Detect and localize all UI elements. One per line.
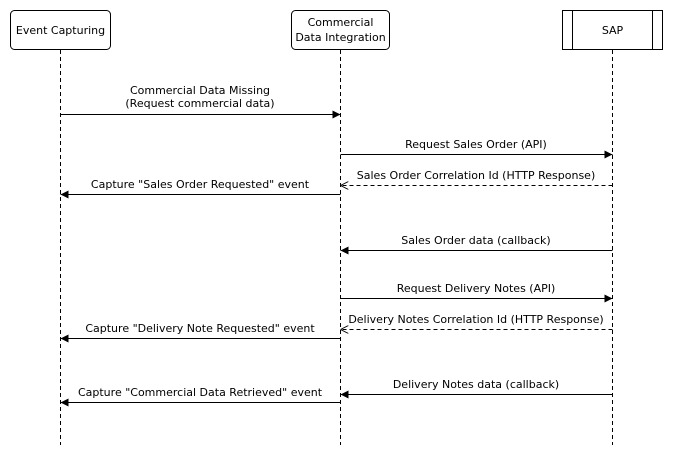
- message-delivery-notes-data: Delivery Notes data (callback): [340, 378, 613, 399]
- message-label: Delivery Notes Correlation Id (HTTP Resp…: [348, 313, 603, 326]
- message-capture-delivery-note-requested: Capture "Delivery Note Requested" event: [60, 322, 341, 343]
- participant-label: SAP: [602, 24, 624, 37]
- message-request-delivery-notes: Request Delivery Notes (API): [340, 282, 613, 303]
- message-capture-commercial-data-retrieved: Capture "Commercial Data Retrieved" even…: [60, 386, 341, 407]
- participant-label: Data Integration: [295, 31, 385, 44]
- message-delivery-notes-correlation-id: Delivery Notes Correlation Id (HTTP Resp…: [340, 313, 613, 330]
- participant-event-capturing: Event Capturing: [10, 10, 111, 50]
- message-label: Delivery Notes data (callback): [393, 378, 559, 391]
- participant-commercial-data-integration: Commercial Data Integration: [291, 10, 390, 50]
- message-label: Request Sales Order (API): [405, 138, 547, 151]
- message-label: Capture "Delivery Note Requested" event: [85, 322, 315, 335]
- message-label: Capture "Sales Order Requested" event: [91, 178, 310, 191]
- message-label: Capture "Commercial Data Retrieved" even…: [78, 386, 323, 399]
- message-commercial-data-missing: Commercial Data Missing (Request commerc…: [60, 84, 341, 119]
- message-sales-order-data: Sales Order data (callback): [340, 234, 613, 255]
- participant-sap: SAP: [562, 10, 663, 50]
- message-label: (Request commercial data): [125, 97, 274, 110]
- message-label: Sales Order Correlation Id (HTTP Respons…: [357, 169, 595, 182]
- message-request-sales-order: Request Sales Order (API): [340, 138, 613, 159]
- message-sales-order-correlation-id: Sales Order Correlation Id (HTTP Respons…: [340, 169, 613, 186]
- message-label: Request Delivery Notes (API): [397, 282, 556, 295]
- message-label: Commercial Data Missing: [130, 84, 270, 97]
- participant-label: Event Capturing: [16, 24, 105, 37]
- message-capture-sales-order-requested: Capture "Sales Order Requested" event: [60, 178, 341, 199]
- message-label: Sales Order data (callback): [401, 234, 550, 247]
- participant-label: Commercial: [308, 16, 374, 29]
